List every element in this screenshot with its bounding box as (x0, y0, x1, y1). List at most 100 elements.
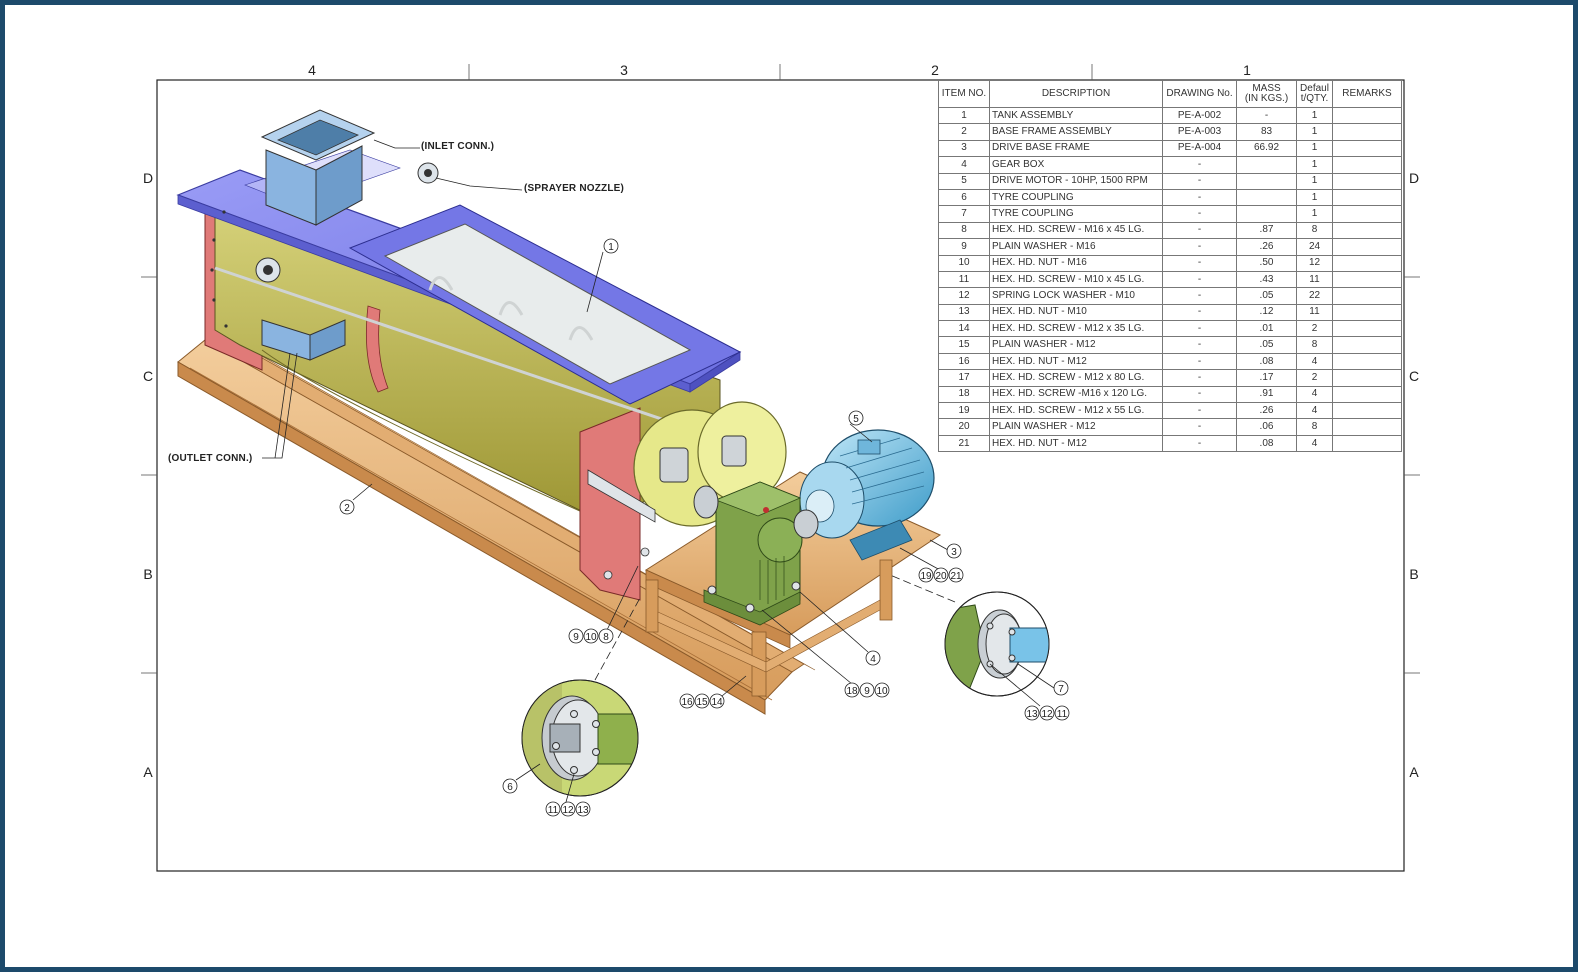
bom-cell-drawing-no: - (1162, 221, 1237, 240)
sprayer-nozzle-label: (SPRAYER NOZZLE) (524, 183, 625, 194)
detail-view-1 (521, 679, 639, 797)
bom-cell-item-no: 12 (938, 287, 990, 305)
bom-cell-drawing-no: - (1162, 188, 1237, 207)
balloon-label: 12 (1041, 709, 1053, 720)
bom-cell-remarks (1332, 139, 1402, 158)
bom-cell-remarks (1332, 303, 1402, 322)
bom-cell-item-no: 16 (938, 352, 990, 371)
zone-col-4: 4 (308, 62, 316, 78)
bom-cell-drawing-no: - (1162, 156, 1237, 174)
bom-cell-drawing-no: - (1162, 402, 1237, 420)
bom-cell-mass: .05 (1236, 336, 1297, 354)
bom-cell-mass (1236, 205, 1297, 223)
bom-cell-description: TYRE COUPLING (989, 205, 1163, 223)
balloon-group-13-12-11: 13 12 11 (1024, 705, 1070, 721)
zone-col-1: 1 (1243, 62, 1251, 78)
balloon-group-18-9-10: 18 9 10 (844, 682, 890, 698)
zone-row-d-right: D (1408, 170, 1420, 186)
bom-cell-remarks (1332, 188, 1402, 207)
balloon-label: 21 (950, 571, 962, 582)
bom-cell-description: BASE FRAME ASSEMBLY (989, 123, 1163, 141)
zone-row-b-left: B (143, 566, 153, 582)
bom-cell-description: HEX. HD. SCREW - M12 x 80 LG. (989, 369, 1163, 387)
balloon-5-label: 5 (853, 414, 859, 425)
bom-cell-mass (1236, 156, 1297, 174)
balloon-label: 11 (548, 805, 559, 816)
bom-cell-mass: 83 (1236, 123, 1297, 141)
balloon-label: 20 (935, 571, 947, 582)
bom-cell-qty: 2 (1296, 369, 1333, 387)
balloon-group-9-10-8: 9 10 8 (568, 628, 614, 644)
bom-cell-item-no: 4 (938, 156, 990, 174)
bom-header-qty: Defaul t/QTY. (1296, 80, 1333, 108)
bom-cell-qty: 1 (1296, 106, 1333, 125)
bom-cell-item-no: 1 (938, 106, 990, 125)
bom-cell-description: HEX. HD. NUT - M12 (989, 352, 1163, 371)
base-bolts (603, 547, 650, 580)
balloon-label: 10 (876, 686, 888, 697)
bom-cell-description: HEX. HD. NUT - M16 (989, 254, 1163, 272)
bom-cell-remarks (1332, 156, 1402, 174)
bom-cell-remarks (1332, 336, 1402, 354)
bom-cell-drawing-no: - (1162, 205, 1237, 223)
bom-cell-mass: .12 (1236, 303, 1297, 322)
bom-cell-item-no: 18 (938, 385, 990, 404)
zone-row-c-right: C (1408, 368, 1420, 384)
bom-cell-mass: .50 (1236, 254, 1297, 272)
bom-cell-item-no: 13 (938, 303, 990, 322)
bom-cell-qty: 2 (1296, 320, 1333, 338)
zone-row-a-right: A (1409, 764, 1419, 780)
bom-cell-mass: - (1236, 106, 1297, 125)
bom-cell-qty: 22 (1296, 287, 1333, 305)
bom-cell-mass: 66.92 (1236, 139, 1297, 158)
bom-cell-drawing-no: PE-A-002 (1162, 106, 1237, 125)
balloon-label: 11 (1057, 709, 1068, 720)
coupling-housing (587, 401, 787, 527)
bom-cell-item-no: 5 (938, 172, 990, 190)
bom-cell-description: HEX. HD. SCREW - M12 x 35 LG. (989, 320, 1163, 338)
bom-cell-drawing-no: - (1162, 172, 1237, 190)
bom-cell-qty: 1 (1296, 205, 1333, 223)
bom-cell-qty: 11 (1296, 270, 1333, 289)
zone-row-c-left: C (142, 368, 154, 384)
bom-cell-item-no: 10 (938, 254, 990, 272)
bom-cell-remarks (1332, 320, 1402, 338)
bill-of-materials-table: ITEM NO. DESCRIPTION DRAWING No. MASS (I… (938, 80, 1402, 453)
bom-header-mass: MASS (IN KGS.) (1236, 80, 1297, 108)
bom-cell-mass: .91 (1236, 385, 1297, 404)
bom-cell-item-no: 2 (938, 123, 990, 141)
outlet-duct (261, 319, 346, 361)
bom-cell-description: SPRING LOCK WASHER - M10 (989, 287, 1163, 305)
bom-cell-drawing-no: - (1162, 352, 1237, 371)
drive-motor (799, 429, 935, 561)
bom-cell-item-no: 14 (938, 320, 990, 338)
bom-cell-drawing-no: - (1162, 385, 1237, 404)
bom-cell-qty: 4 (1296, 402, 1333, 420)
bom-cell-qty: 4 (1296, 385, 1333, 404)
bom-cell-drawing-no: - (1162, 320, 1237, 338)
bom-cell-remarks (1332, 123, 1402, 141)
bom-cell-remarks (1332, 434, 1402, 453)
balloon-3-label: 3 (951, 547, 957, 558)
bom-cell-item-no: 7 (938, 205, 990, 223)
zone-col-2: 2 (931, 62, 939, 78)
bom-cell-mass: .17 (1236, 369, 1297, 387)
balloon-6-label: 6 (507, 782, 513, 793)
bom-cell-item-no: 20 (938, 418, 990, 436)
bom-cell-mass: .87 (1236, 221, 1297, 240)
bom-cell-item-no: 19 (938, 402, 990, 420)
